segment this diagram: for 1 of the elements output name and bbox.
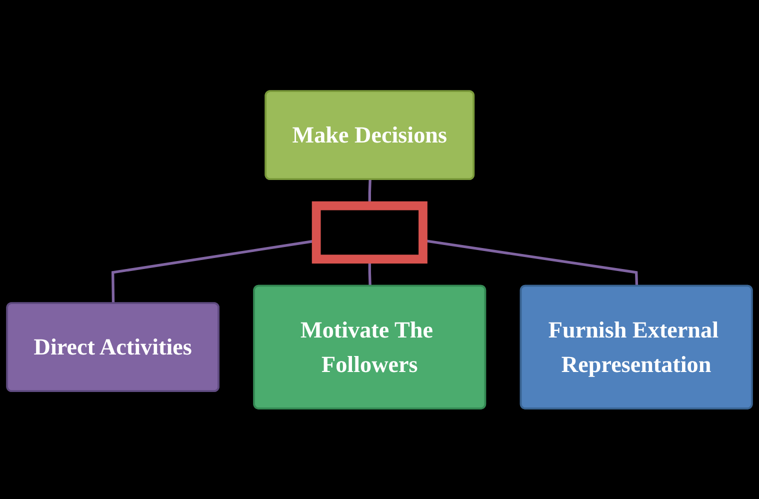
- node-box: [312, 201, 428, 264]
